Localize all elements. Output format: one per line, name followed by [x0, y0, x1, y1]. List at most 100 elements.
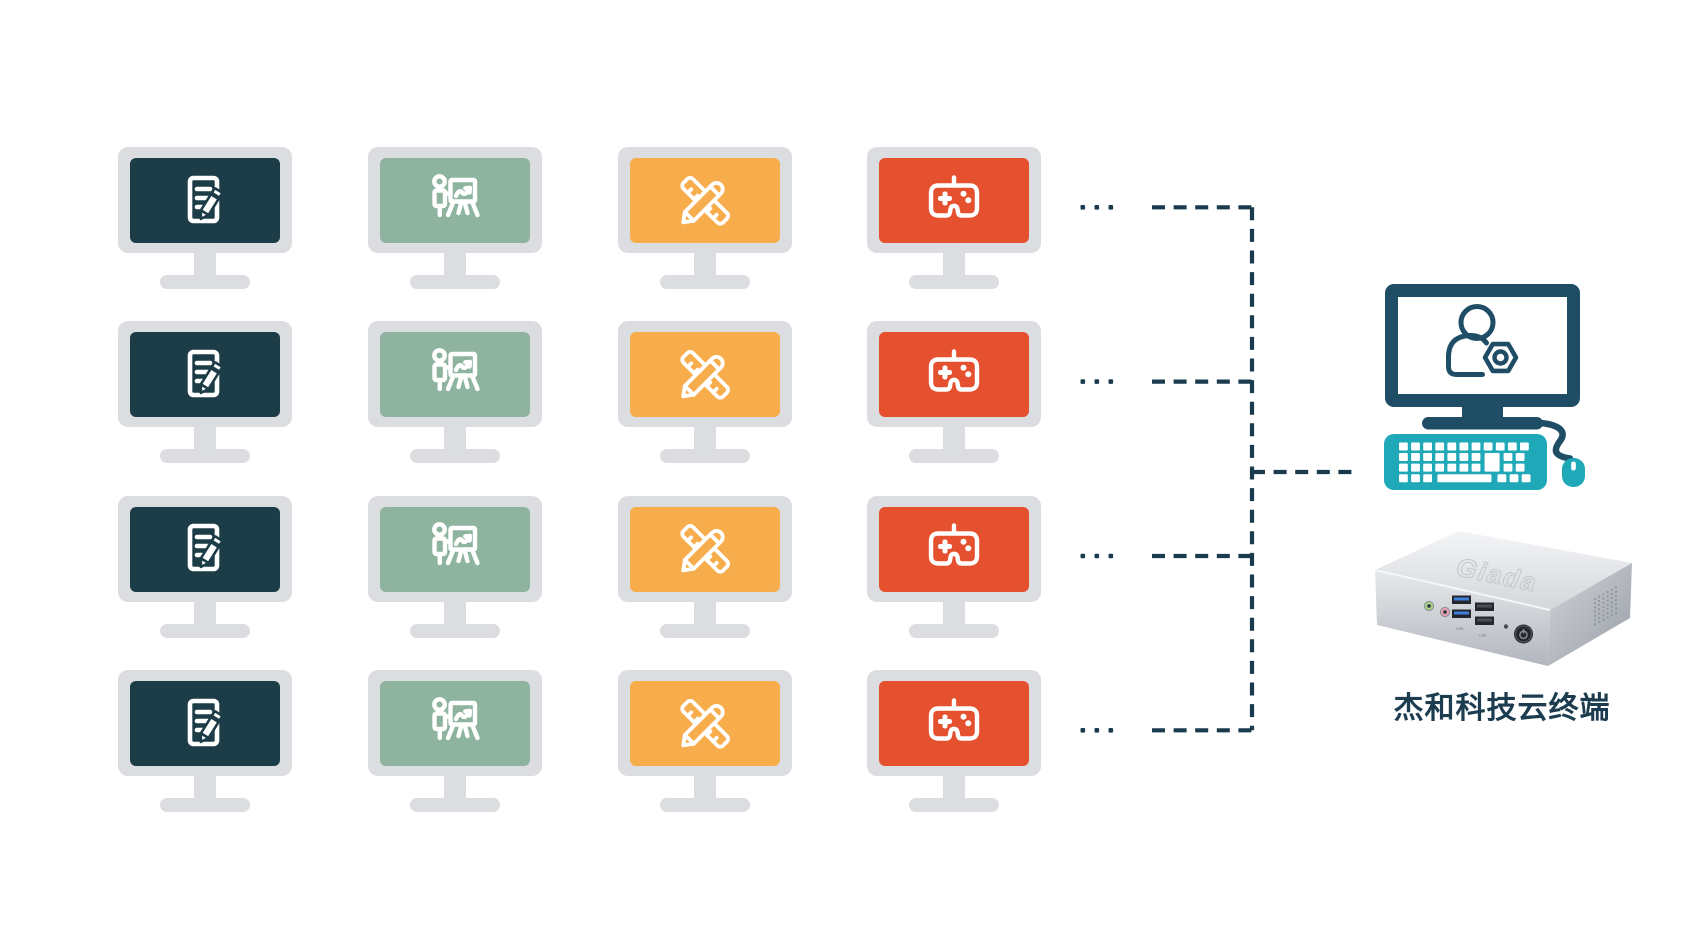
monitor-stand-base [160, 623, 250, 638]
document-edit-icon [173, 517, 237, 581]
row-ellipsis [1080, 553, 1114, 559]
gamepad-icon [922, 517, 986, 581]
monitor-screen-document [130, 681, 280, 766]
monitor-stand-base [410, 798, 500, 812]
workstation-monitor-document [118, 495, 292, 666]
monitor-screen-gaming [879, 158, 1029, 243]
ruler-pencil-icon [673, 169, 737, 233]
monitor-stand-neck [444, 253, 466, 276]
monitor-screen-presentation [380, 506, 530, 592]
workstation-monitor-design [618, 147, 792, 317]
device-top-face [1375, 531, 1632, 610]
monitor-stand-base [160, 449, 250, 464]
monitor-screen-gaming [879, 332, 1029, 418]
monitor-screen-presentation [380, 681, 530, 766]
monitor-stand-neck [194, 253, 216, 276]
presentation-chart-icon [423, 692, 487, 756]
device-vent-grid [1593, 586, 1618, 626]
monitor-stand-base [160, 275, 250, 289]
connection-lines [1080, 205, 1352, 733]
monitor-stand-neck [194, 601, 216, 625]
monitor-stand-neck [943, 253, 965, 276]
reset-hole [1503, 624, 1509, 629]
row-ellipsis [1080, 379, 1114, 384]
gamepad-icon [922, 692, 986, 756]
row-ellipsis [1080, 205, 1114, 210]
mouse-scroll-slot [1571, 461, 1576, 471]
terminal-monitor-neck [1462, 405, 1503, 419]
document-edit-icon [173, 169, 237, 233]
workstation-monitor-design [618, 670, 792, 840]
monitor-screen-presentation [380, 158, 530, 243]
monitor-screen-design [630, 681, 780, 766]
workstation-monitor-document [118, 670, 292, 840]
workstation-monitor-design [618, 495, 792, 666]
monitor-stand-neck [943, 776, 965, 799]
workstation-monitor-gaming [867, 147, 1041, 317]
monitor-stand-neck [694, 253, 716, 276]
monitor-stand-neck [943, 427, 965, 451]
monitor-stand-neck [444, 776, 466, 799]
workstation-monitor-presentation [368, 321, 542, 491]
monitor-stand-base [160, 798, 250, 812]
workstation-monitor-document [118, 321, 292, 491]
workstation-monitor-gaming [867, 321, 1041, 491]
workstation-monitor-document [118, 147, 292, 317]
document-edit-icon [173, 343, 237, 407]
monitor-stand-neck [694, 776, 716, 799]
monitor-screen-document [130, 332, 280, 418]
monitor-screen-document [130, 158, 280, 243]
mouse-cable [1537, 419, 1574, 462]
monitor-stand-base [909, 798, 999, 812]
workstation-monitor-presentation [368, 495, 542, 666]
workstation-monitor-presentation [368, 147, 542, 317]
ruler-pencil-icon [673, 692, 737, 756]
workstation-monitor-design [618, 321, 792, 491]
usb-ports [1452, 595, 1494, 625]
ruler-pencil-icon [673, 343, 737, 407]
monitor-stand-base [909, 623, 999, 638]
monitor-screen-gaming [879, 681, 1029, 766]
monitor-screen-document [130, 506, 280, 592]
cloud-terminal-device: Giada USB USB [1374, 531, 1632, 666]
terminal-monitor-base [1422, 417, 1543, 430]
monitor-stand-base [909, 449, 999, 464]
terminal-mouse [1562, 458, 1585, 487]
monitor-stand-neck [694, 427, 716, 451]
monitor-stand-neck [694, 601, 716, 625]
workstation-monitor-gaming [867, 670, 1041, 840]
monitor-stand-base [410, 623, 500, 638]
cloud-terminal-computer [1384, 284, 1585, 490]
monitor-stand-base [660, 798, 750, 812]
ruler-pencil-icon [673, 517, 737, 581]
monitor-stand-base [660, 275, 750, 289]
monitor-stand-neck [444, 601, 466, 625]
row-ellipsis [1080, 728, 1114, 733]
monitor-screen-presentation [380, 332, 530, 418]
monitor-stand-neck [194, 776, 216, 799]
document-edit-icon [173, 692, 237, 756]
user-gear-icon [1446, 304, 1519, 377]
monitor-stand-neck [943, 601, 965, 625]
gamepad-icon [922, 343, 986, 407]
presentation-chart-icon [423, 343, 487, 407]
monitor-screen-gaming [879, 506, 1029, 592]
terminal-monitor-screen [1398, 297, 1567, 394]
power-button [1514, 624, 1533, 644]
monitor-stand-base [410, 449, 500, 464]
monitor-screen-design [630, 158, 780, 243]
monitor-screen-design [630, 332, 780, 418]
gamepad-icon [922, 169, 986, 233]
workstation-monitor-presentation [368, 670, 542, 840]
monitor-stand-base [909, 275, 999, 289]
presentation-chart-icon [423, 169, 487, 233]
monitor-stand-neck [194, 427, 216, 451]
device-caption: 杰和科技云终端 [1393, 692, 1611, 725]
monitor-screen-design [630, 506, 780, 592]
usb-port-label: USB [1456, 627, 1464, 631]
device-side-face [1548, 563, 1632, 666]
monitor-stand-neck [444, 427, 466, 451]
usb-port-label: USB [1479, 634, 1487, 638]
